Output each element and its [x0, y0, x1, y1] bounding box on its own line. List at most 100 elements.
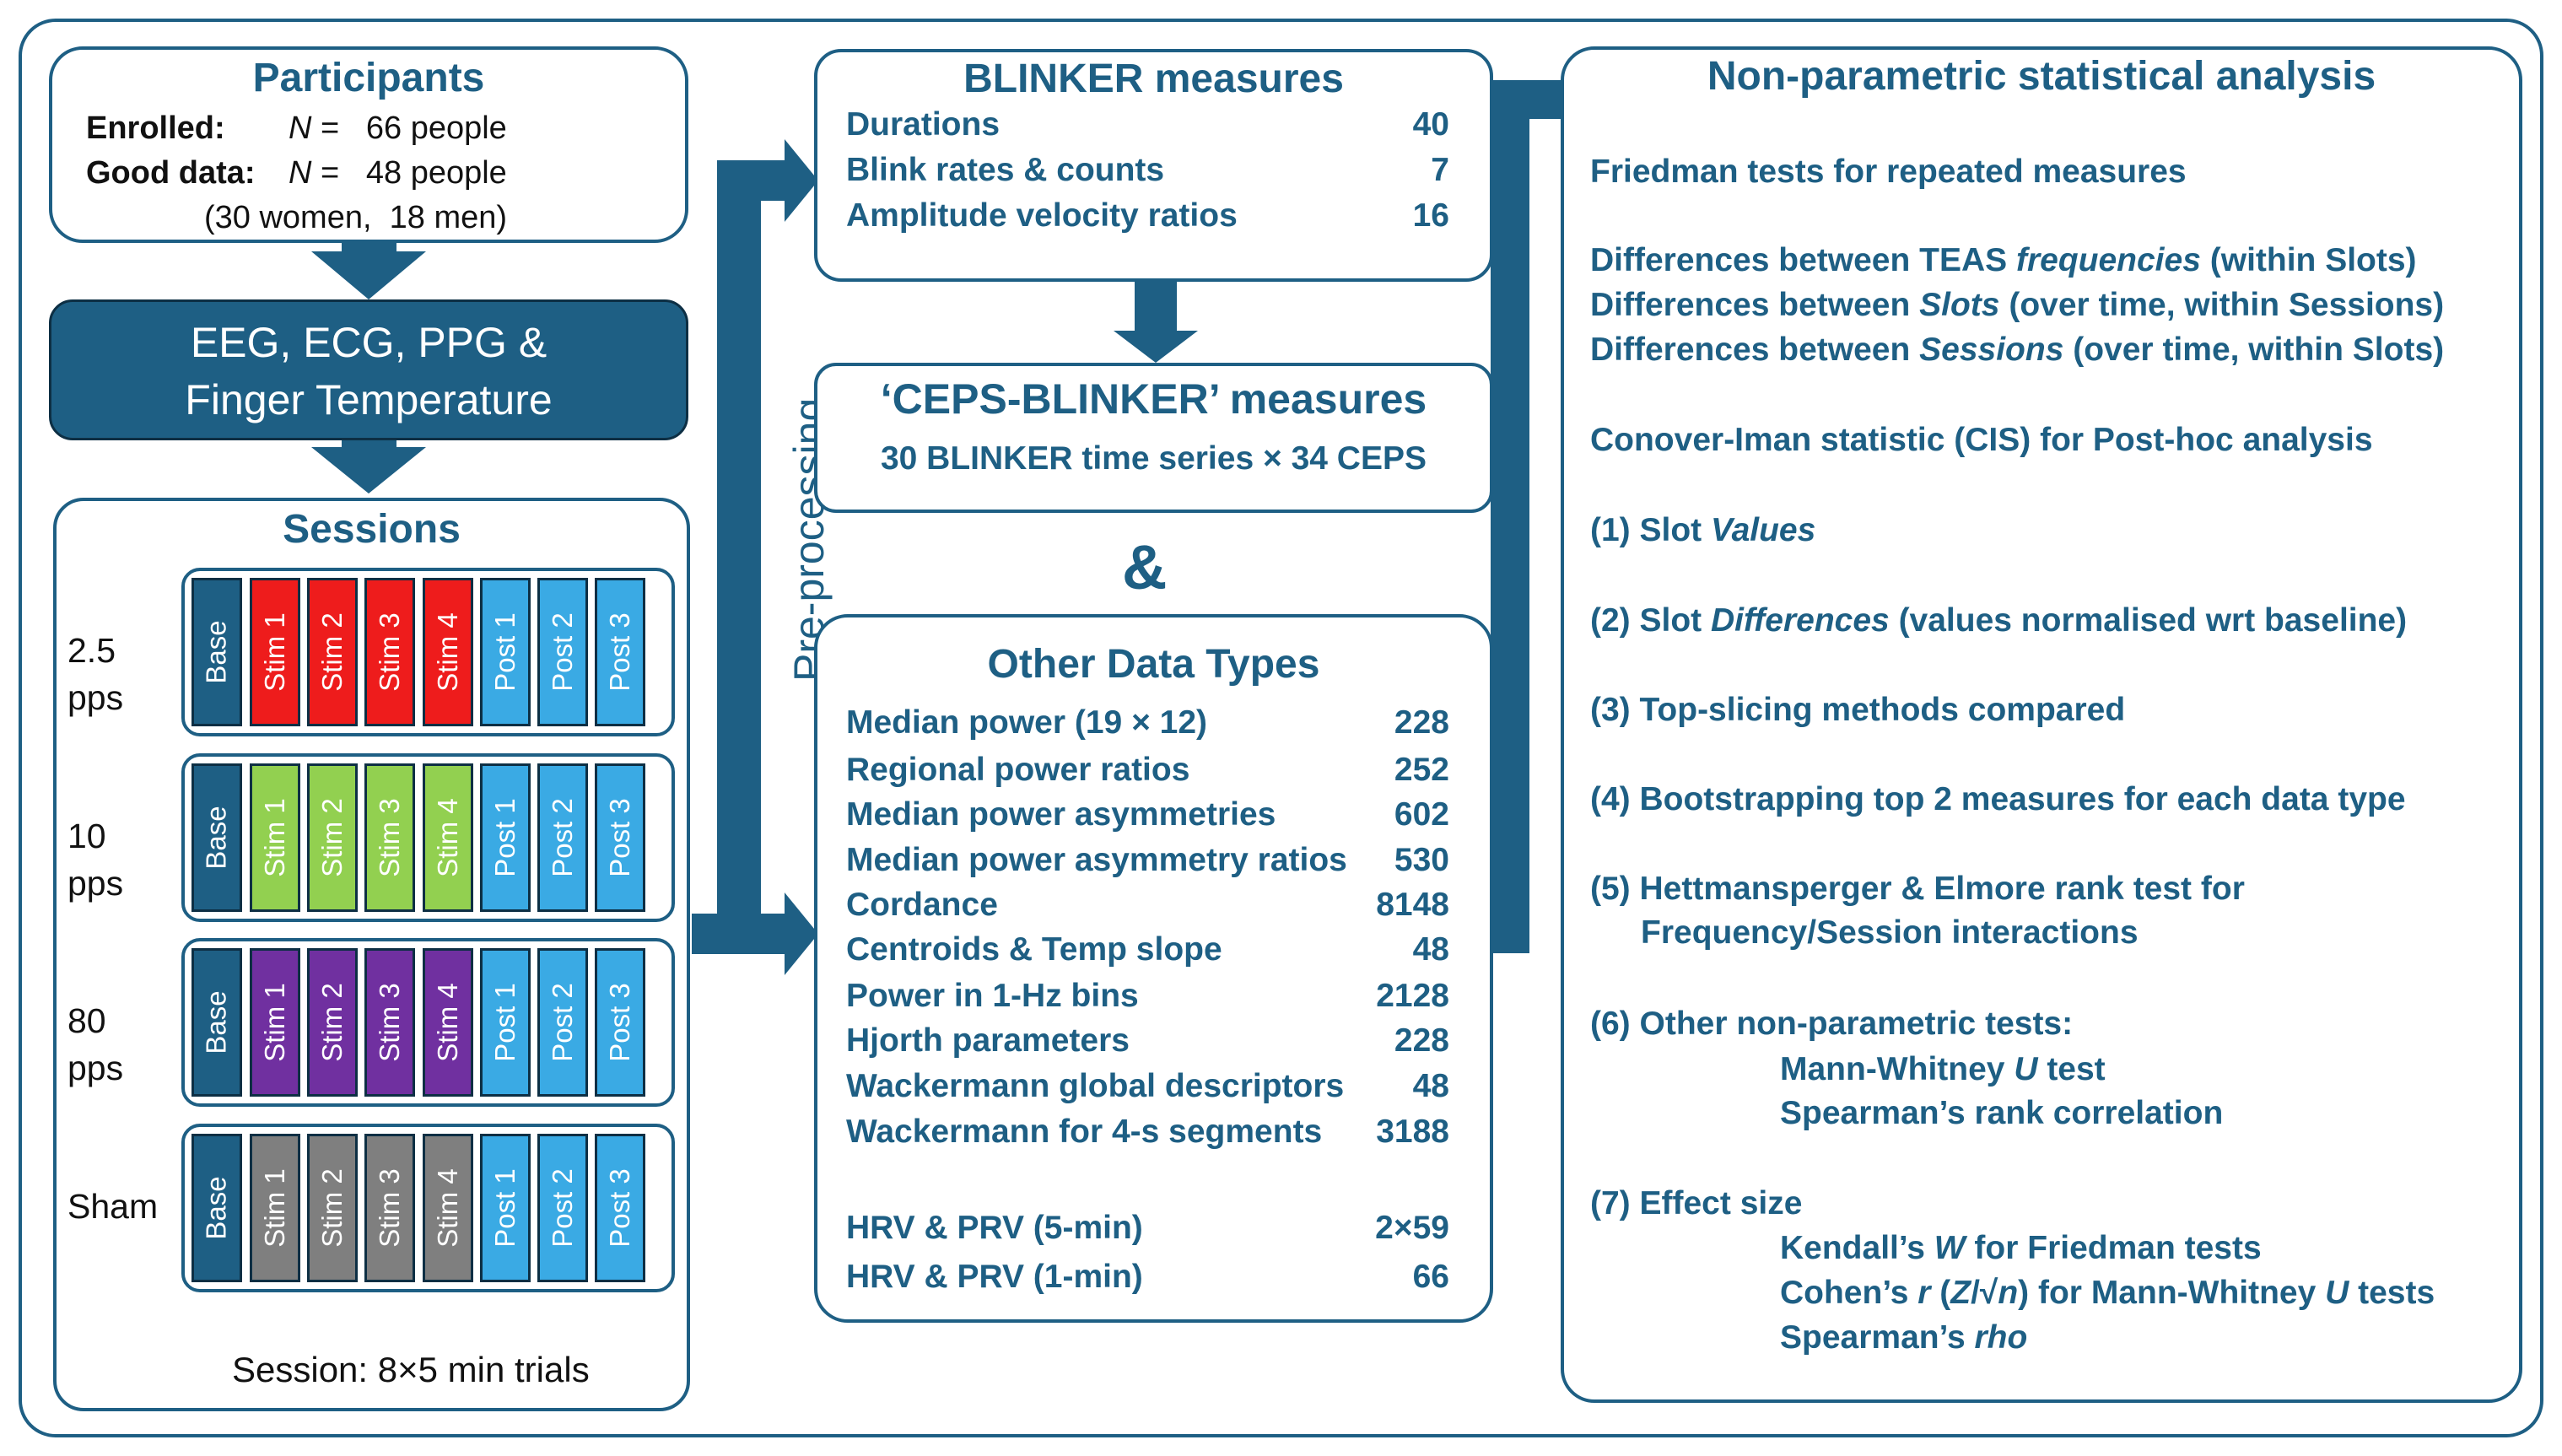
s7b-1: r [1917, 1275, 1931, 1311]
friedman-text: Friedman tests for repeated measures [1590, 154, 2187, 190]
session-cell: Stim 2 [307, 1134, 358, 1282]
session-cell: Post 2 [537, 1134, 588, 1282]
session-label: 10 pps [67, 817, 124, 903]
s1-b: Values [1711, 512, 1816, 548]
measure-name: Regional power ratios [846, 752, 1190, 788]
session-cell: Post 3 [595, 948, 645, 1097]
s2-b: Differences [1711, 602, 1890, 639]
session-cell-label: Base [201, 620, 232, 684]
step-4: (4) Bootstrapping top 2 measures for eac… [1590, 781, 2406, 817]
session-cell: Stim 1 [250, 948, 300, 1097]
step-7c: Spearman’s rho [1780, 1319, 2027, 1356]
enrolled-value: N = 66 people [289, 111, 507, 146]
session-cell: Base [191, 1134, 242, 1282]
ceps-blinker-panel: ‘CEPS-BLINKER’ measures 30 BLINKER time … [814, 363, 1493, 513]
session-cell-label: Post 2 [547, 612, 578, 692]
session-cell: Stim 4 [423, 1134, 473, 1282]
measure-name: Cordance [846, 887, 998, 923]
good-data-label: Good data: [86, 155, 256, 191]
measure-count: 3188 [1376, 1114, 1449, 1150]
session-cell: Post 2 [537, 578, 588, 726]
diff-sessions: Differences between Sessions (over time,… [1590, 332, 2444, 369]
session-cell: Stim 2 [307, 763, 358, 912]
diff3-c: (over time, within Slots) [2063, 332, 2445, 368]
gender-breakdown: (30 women, 18 men) [204, 200, 508, 235]
session-cell-label: Stim 2 [316, 983, 348, 1062]
session-cell-label: Stim 4 [432, 983, 463, 1062]
arrow-recording-to-sessions [311, 440, 426, 493]
diff2-b: Slots [1919, 287, 2000, 323]
s7b-8: tests [2349, 1275, 2435, 1311]
outer-frame [19, 19, 2543, 1437]
s7a-a: Kendall’s [1780, 1230, 1934, 1266]
session-cell: Post 3 [595, 763, 645, 912]
recording-line2: Finger Temperature [185, 376, 553, 423]
step-3: (3) Top-slicing methods compared [1590, 692, 2126, 728]
session-label: 80 pps [67, 1001, 124, 1087]
measure-name: Amplitude velocity ratios [846, 197, 1238, 234]
measure-count: 7 [1431, 152, 1449, 188]
s7c-b: rho [1974, 1319, 2028, 1356]
s6a-c: test [2037, 1051, 2106, 1087]
s7a-b: W [1934, 1230, 1966, 1266]
session-cell-label: Stim 1 [259, 983, 290, 1062]
session-cell-label: Stim 4 [432, 1168, 463, 1248]
session-cell: Stim 4 [423, 578, 473, 726]
step-7: (7) Effect size [1590, 1185, 1803, 1221]
session-cell-label: Stim 1 [259, 1168, 290, 1248]
s7b-4: /√ [1971, 1275, 1998, 1311]
session-cell: Post 1 [480, 1134, 531, 1282]
session-cell-label: Post 2 [547, 983, 578, 1062]
enrolled-label: Enrolled: [86, 111, 225, 146]
diff1-b: frequencies [2015, 242, 2201, 278]
measure-count: 602 [1394, 796, 1449, 833]
arrow-blinker-to-ceps [1135, 282, 1177, 332]
session-cell: Base [191, 948, 242, 1097]
measure-count: 48 [1412, 1068, 1449, 1104]
session-cell: Post 2 [537, 763, 588, 912]
session-cell-label: Stim 1 [259, 612, 290, 692]
session-cell-label: Stim 3 [374, 983, 405, 1062]
session-cell-label: Post 2 [547, 1168, 578, 1248]
session-cell: Stim 4 [423, 948, 473, 1097]
session-cell: Post 1 [480, 763, 531, 912]
measure-count: 16 [1412, 197, 1449, 234]
s7b-3: Z [1950, 1275, 1971, 1311]
session-cell: Stim 1 [250, 578, 300, 726]
measure-count: 40 [1412, 106, 1449, 143]
s7c-a: Spearman’s [1780, 1319, 1975, 1356]
arrow-to-blinker [785, 139, 818, 222]
session-cell-label: Base [201, 1176, 232, 1240]
measure-name: Wackermann for 4-s segments [846, 1114, 1323, 1150]
session-cell: Stim 3 [364, 948, 415, 1097]
session-cell-label: Stim 3 [374, 612, 405, 692]
session-label: Sham [67, 1187, 159, 1226]
session-cell-label: Stim 3 [374, 1168, 405, 1248]
measure-name: Hjorth parameters [846, 1022, 1130, 1059]
measure-name: HRV & PRV (1-min) [846, 1259, 1143, 1295]
s6a-b: U [2014, 1051, 2038, 1087]
step-1: (1) Slot Values [1590, 512, 1815, 549]
participants-title: Participants [252, 56, 485, 100]
diff2-c: (over time, within Sessions) [1999, 287, 2445, 323]
s2-a: (2) Slot [1590, 602, 1711, 639]
participants-panel: Participants Enrolled: N = 66 people Goo… [49, 46, 688, 243]
session-cell-label: Post 3 [604, 798, 635, 877]
sessions-title: Sessions [283, 507, 461, 552]
s7b-6: ) for Mann-Whitney [2018, 1275, 2326, 1311]
blinker-title: BLINKER measures [963, 57, 1344, 101]
diff1-a: Differences between TEAS [1590, 242, 2016, 278]
session-cell-label: Post 3 [604, 1168, 635, 1248]
session-cell-label: Stim 1 [259, 798, 290, 877]
session-cell-label: Stim 3 [374, 798, 405, 877]
diff3-a: Differences between [1590, 332, 1920, 368]
other-data-panel: Other Data Types [814, 614, 1493, 1323]
s2-c: (values normalised wrt baseline) [1889, 602, 2408, 639]
session-cell: Post 1 [480, 578, 531, 726]
diff-frequencies: Differences between TEAS frequencies (wi… [1590, 242, 2417, 279]
measure-name: Median power asymmetry ratios [846, 842, 1347, 878]
session-footer: Session: 8×5 min trials [232, 1350, 590, 1389]
diff2-a: Differences between [1590, 287, 1920, 323]
